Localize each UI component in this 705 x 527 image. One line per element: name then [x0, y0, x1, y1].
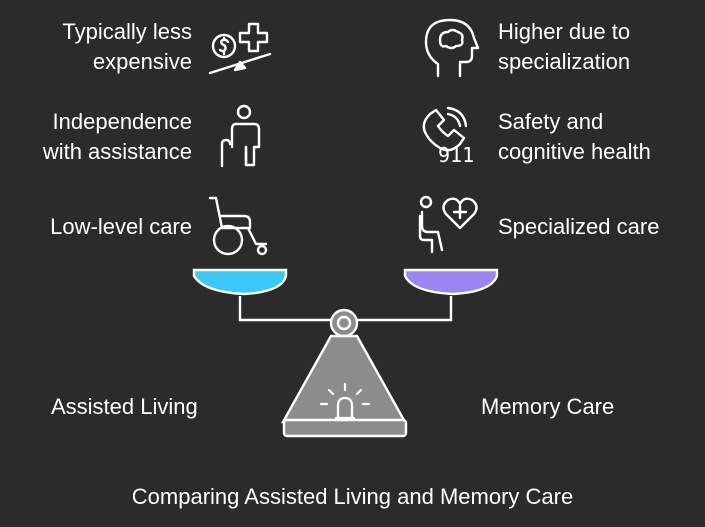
assisted-living-title: Assisted Living — [51, 394, 198, 419]
left-item-1-label: Typically less expensive — [62, 19, 192, 74]
wheelchair-icon — [206, 194, 272, 258]
person-heart-icon — [416, 194, 482, 254]
head-brain-icon — [422, 16, 480, 80]
scale-base — [282, 418, 408, 438]
right-item-1-label: Higher due to specialization — [498, 19, 631, 74]
diagram-caption: Comparing Assisted Living and Memory Car… — [131, 484, 574, 509]
left-item-2-label: Independence with assistance — [42, 109, 192, 164]
assisted-living-pan — [192, 268, 288, 296]
scale-stand — [280, 334, 408, 424]
person-cane-icon — [216, 104, 264, 170]
right-item-3-label: Specialized care — [498, 214, 660, 239]
right-item-2-label: Safety and cognitive health — [498, 109, 651, 164]
memory-care-pan — [403, 268, 499, 296]
cost-icon — [205, 18, 275, 76]
phone-911-text: 911 — [438, 143, 474, 167]
phone-911-icon: 911 — [418, 104, 484, 168]
memory-care-title: Memory Care — [481, 394, 615, 419]
bulb-icon — [319, 382, 371, 420]
left-item-3-label: Low-level care — [50, 214, 192, 239]
